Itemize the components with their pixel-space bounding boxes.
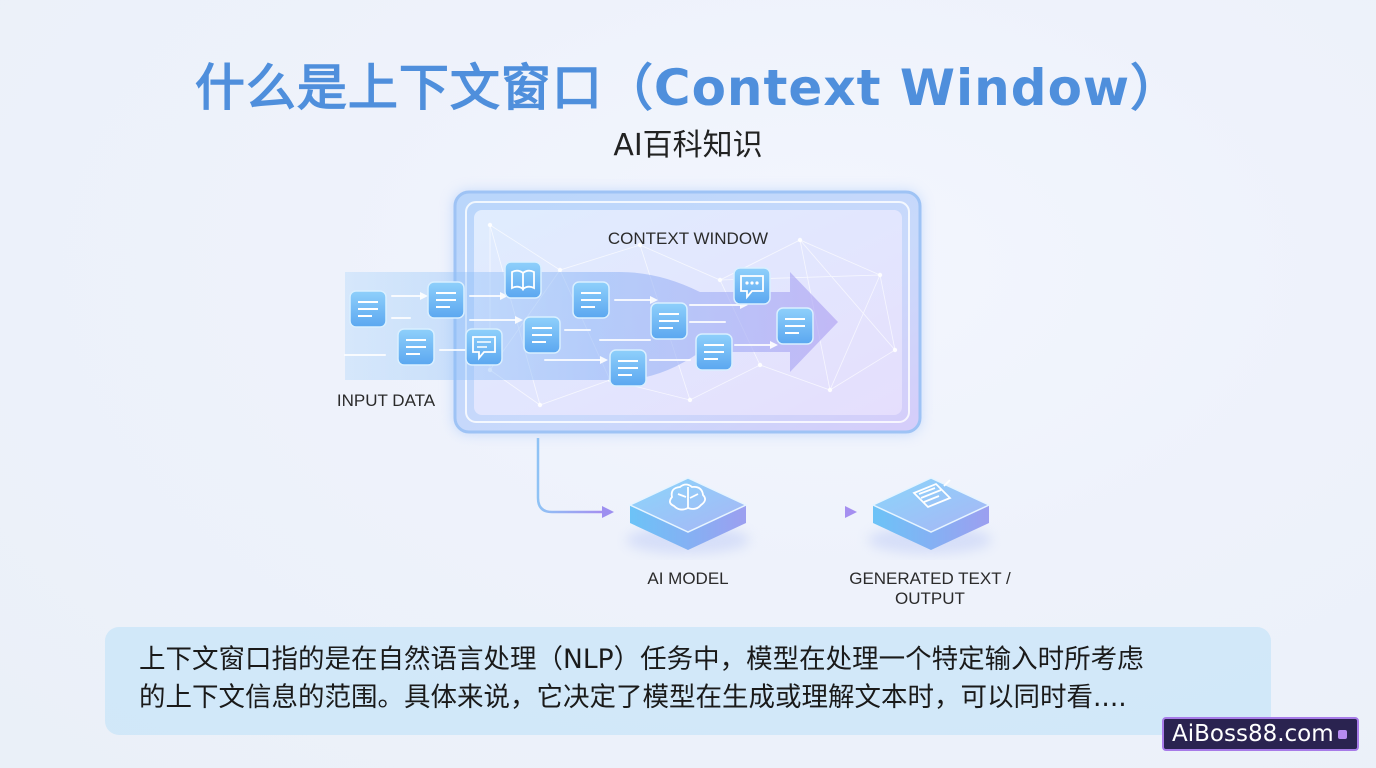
connector-window-to-model [536, 438, 603, 514]
input-data-label: INPUT DATA [336, 391, 436, 410]
context-window-label: CONTEXT WINDOW [607, 229, 769, 248]
book-icon [504, 261, 542, 299]
watermark-text: AiBoss88.com [1172, 721, 1334, 747]
output-label-line1: GENERATED TEXT / [849, 569, 1011, 588]
description-line-1: 上下文窗口指的是在自然语言处理（NLP）任务中，模型在处理一个特定输入时所考虑 [139, 644, 1144, 675]
text-document-icon [912, 479, 952, 509]
watermark-badge: AiBoss88.com [1162, 717, 1359, 751]
output-block [868, 477, 992, 554]
document-icon [397, 328, 435, 366]
document-icon [523, 316, 561, 354]
watermark-square-icon [1338, 730, 1347, 739]
ai-model-block [626, 477, 750, 554]
ai-model-label: AI MODEL [647, 569, 729, 588]
output-label-line2: OUTPUT [895, 589, 965, 608]
context-window-diagram [344, 190, 992, 554]
document-icon [427, 281, 465, 319]
chat-bubble-icon [733, 267, 771, 305]
page-title: 什么是上下文窗口（Context Window） [194, 59, 1182, 117]
chat-bubble-icon [465, 328, 503, 366]
document-icon [776, 307, 814, 345]
document-icon [572, 281, 610, 319]
brain-icon [669, 483, 706, 511]
document-icon [349, 290, 387, 328]
page-subtitle: AI百科知识 [613, 128, 763, 163]
document-icon [609, 349, 647, 387]
document-icon [695, 333, 733, 371]
description-box: 上下文窗口指的是在自然语言处理（NLP）任务中，模型在处理一个特定输入时所考虑 … [105, 627, 1271, 735]
description-line-2: 的上下文信息的范围。具体来说，它决定了模型在生成或理解文本时，可以同时看.... [139, 682, 1127, 713]
document-icon [650, 302, 688, 340]
